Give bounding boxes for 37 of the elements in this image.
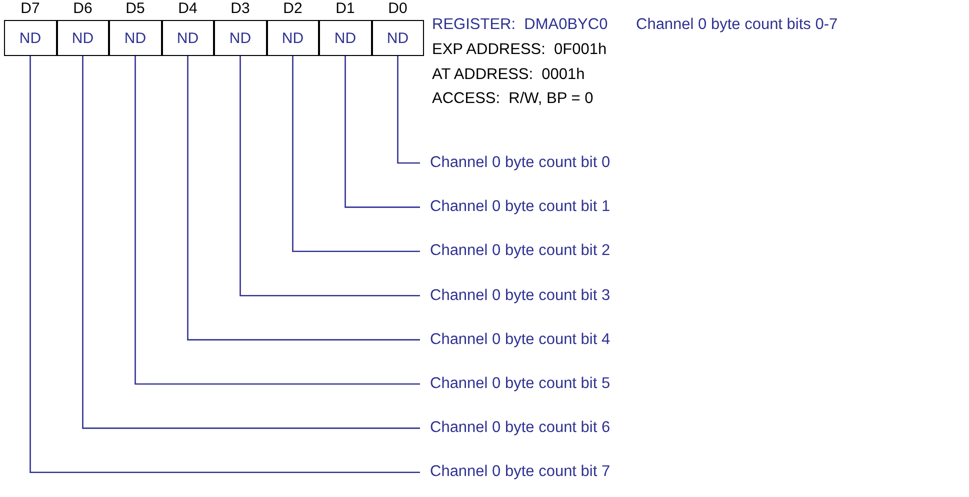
bit-label: D1 xyxy=(334,0,356,18)
register-cell: ND xyxy=(162,20,214,56)
bit-description: Channel 0 byte count bit 0 xyxy=(430,153,610,173)
bit-label: D6 xyxy=(72,0,94,18)
bit-description: Channel 0 byte count bit 4 xyxy=(430,330,610,350)
register-cell: ND xyxy=(56,20,109,56)
register-cell: ND xyxy=(319,20,372,56)
connector-line xyxy=(292,56,420,252)
connector-line xyxy=(344,56,420,208)
access-text: ACCESS: R/W, BP = 0 xyxy=(432,89,594,109)
register-name: REGISTER: DMA0BYC0 xyxy=(432,15,608,35)
bit-label: D2 xyxy=(282,0,304,18)
bit-label: D0 xyxy=(387,0,408,18)
connector-line xyxy=(134,56,420,385)
register-cell: ND xyxy=(266,20,319,56)
connector-line xyxy=(30,56,420,474)
bit-description: Channel 0 byte count bit 1 xyxy=(430,197,610,218)
bit-description: Channel 0 byte count bit 6 xyxy=(430,418,610,438)
connector-line xyxy=(397,56,420,164)
bit-label: D5 xyxy=(124,0,146,18)
bit-description: Channel 0 byte count bit 2 xyxy=(430,241,610,262)
bit-label: D7 xyxy=(20,0,41,18)
register-cell: ND xyxy=(109,20,162,56)
address-text: EXP ADDRESS: 0F001h xyxy=(432,40,607,60)
address-text: AT ADDRESS: 0001h xyxy=(432,65,585,85)
bit-description: Channel 0 byte count bit 5 xyxy=(430,374,610,394)
bit-description: Channel 0 byte count bit 3 xyxy=(430,286,610,306)
connector-line xyxy=(187,56,420,340)
register-cell: ND xyxy=(214,20,266,56)
bit-description: Channel 0 byte count bit 7 xyxy=(430,462,610,482)
connector-line xyxy=(82,56,420,429)
register-cell: ND xyxy=(372,20,424,56)
register-cell: ND xyxy=(4,20,56,56)
bit-label: D4 xyxy=(177,0,198,18)
bit-label: D3 xyxy=(230,0,251,18)
register-description: Channel 0 byte count bits 0-7 xyxy=(636,15,838,35)
connector-line xyxy=(240,56,420,296)
